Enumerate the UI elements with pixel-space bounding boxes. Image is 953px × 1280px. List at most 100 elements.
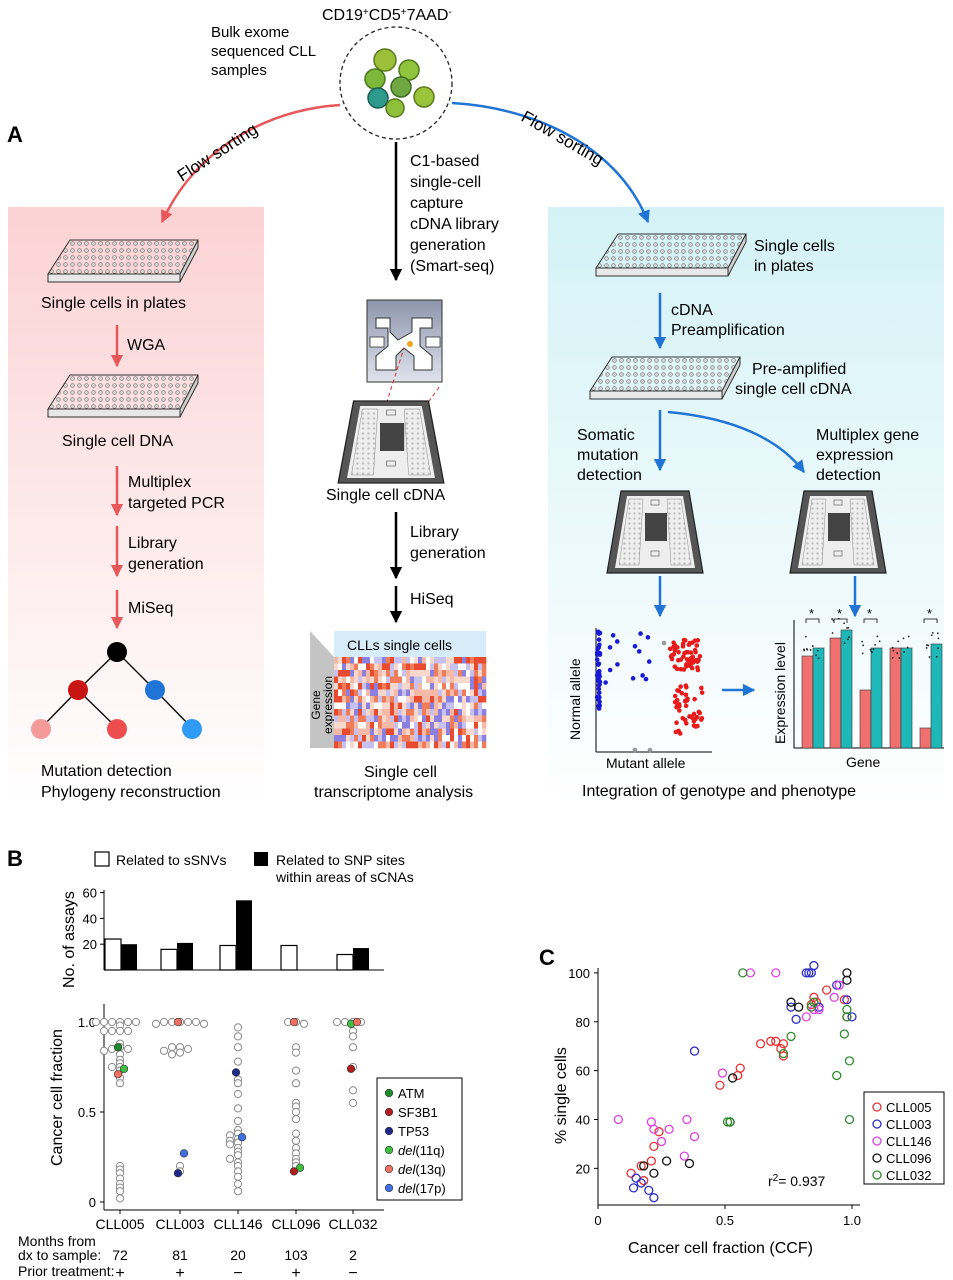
heatmap-cell <box>350 715 355 723</box>
heatmap-cell <box>438 722 443 729</box>
heatmap-cell <box>366 683 371 690</box>
heatmap-cell <box>414 676 419 684</box>
heatmap-cell <box>358 683 363 690</box>
expression-dot <box>907 635 910 638</box>
heatmap-cell <box>358 741 363 749</box>
heatmap-cell <box>362 715 367 723</box>
ccf-point <box>175 1048 185 1057</box>
heatmap-cell <box>342 683 347 690</box>
heatmap-cell <box>338 663 343 671</box>
heatmap-cell <box>450 683 455 690</box>
mutant-allele-dot <box>691 718 697 724</box>
ccf-point <box>291 1079 301 1088</box>
heatmap-cell <box>422 722 427 729</box>
months-value: 81 <box>172 1247 188 1263</box>
heatmap-cell <box>470 735 475 742</box>
c-point-cll003 <box>847 1012 857 1022</box>
heatmap-cell <box>474 702 479 710</box>
ccf-point <box>191 1017 201 1027</box>
heatmap-cell <box>422 657 427 664</box>
heatmap-cell <box>354 722 359 729</box>
c-point-cll003 <box>842 995 852 1005</box>
heatmap-cell <box>338 709 343 716</box>
heatmap-cell <box>398 676 403 684</box>
heatmap-cell <box>374 735 379 742</box>
heatmap-cell <box>354 683 359 690</box>
heatmap-cell <box>414 657 419 664</box>
heatmap-cell <box>458 741 463 749</box>
heatmap-cell <box>334 696 339 703</box>
mutant-allele-dot <box>699 685 704 691</box>
heatmap-cell <box>334 689 339 697</box>
heatmap-cell <box>450 696 455 703</box>
expression-dot <box>815 654 817 657</box>
heatmap-cell <box>458 722 463 729</box>
middle-library-label-2: generation <box>410 545 486 562</box>
treatment-value: + <box>115 1265 124 1280</box>
expression-bar-wildtype <box>919 727 932 749</box>
heatmap-cell <box>442 735 447 742</box>
heatmap-cell <box>430 702 435 710</box>
heatmap-cell <box>406 722 411 729</box>
mutation-legend-dot <box>384 1183 394 1193</box>
normal-allele-dot <box>597 703 602 708</box>
heatmap-cell <box>402 689 407 697</box>
heatmap-cell <box>398 722 403 729</box>
heatmap-cell <box>426 715 431 723</box>
normal-allele-dot <box>632 643 638 649</box>
heatmap-cell <box>466 741 471 749</box>
mutant-allele-dot <box>680 715 686 721</box>
assays-bar-scna <box>121 944 137 970</box>
c-point-cll003 <box>809 960 819 971</box>
heatmap-cell <box>446 722 451 729</box>
c-y-tick-label: 20 <box>576 1161 590 1176</box>
uncalled-dot <box>647 747 653 753</box>
heatmap-cell <box>434 676 439 684</box>
mutant-allele-dot <box>683 692 689 698</box>
expression-dot <box>892 649 895 652</box>
c-legend-label: CLL032 <box>886 1168 932 1183</box>
heatmap-cell <box>454 702 459 710</box>
expression-dot <box>816 649 819 652</box>
heatmap-cell <box>438 689 443 697</box>
heatmap-cell <box>446 715 451 723</box>
heatmap-cell <box>378 657 383 664</box>
heatmap-cell <box>414 683 419 690</box>
heatmap-cell <box>474 696 479 703</box>
heatmap-cell <box>350 722 355 729</box>
heatmap-cell <box>362 683 367 690</box>
expression-dot <box>928 656 931 658</box>
mutation-legend-box <box>376 1077 463 1201</box>
heatmap-cell <box>454 696 459 703</box>
expression-bar-mutant <box>930 643 943 749</box>
somatic-label-3: detection <box>577 467 642 484</box>
c-point-cll005 <box>766 1036 776 1046</box>
heatmap-cell <box>346 676 351 684</box>
c-point-cll032 <box>806 1002 817 1012</box>
expression-bar-mutant <box>812 647 825 749</box>
heatmap-side-2: expression <box>321 676 335 734</box>
ccf-point <box>225 1140 235 1149</box>
heatmap-cell <box>478 728 483 736</box>
heatmap-cell <box>426 683 431 690</box>
heatmap-cell <box>366 702 371 710</box>
heatmap-cell <box>450 689 455 697</box>
somatic-label-1: Somatic <box>577 427 635 444</box>
heatmap-cell <box>466 722 471 729</box>
mutant-allele-dot <box>677 708 682 713</box>
left-workflow-background <box>8 207 264 807</box>
c-point-cll005 <box>735 1063 745 1073</box>
heatmap-cell <box>462 741 467 749</box>
ccf-point <box>233 1104 243 1113</box>
heatmap-cell <box>394 722 399 729</box>
c-point-cll003 <box>636 1178 646 1188</box>
mutant-allele-dot <box>699 690 705 695</box>
ccf-y-tick-label: 0 <box>89 1195 96 1210</box>
heatmap-cell <box>454 728 459 736</box>
heatmap-cell <box>474 663 479 671</box>
normal-allele-dot <box>596 671 601 676</box>
ccf-point <box>348 1032 358 1041</box>
heatmap-cell <box>334 702 339 710</box>
heatmap-cell <box>410 722 415 729</box>
heatmap-cell <box>338 741 343 749</box>
